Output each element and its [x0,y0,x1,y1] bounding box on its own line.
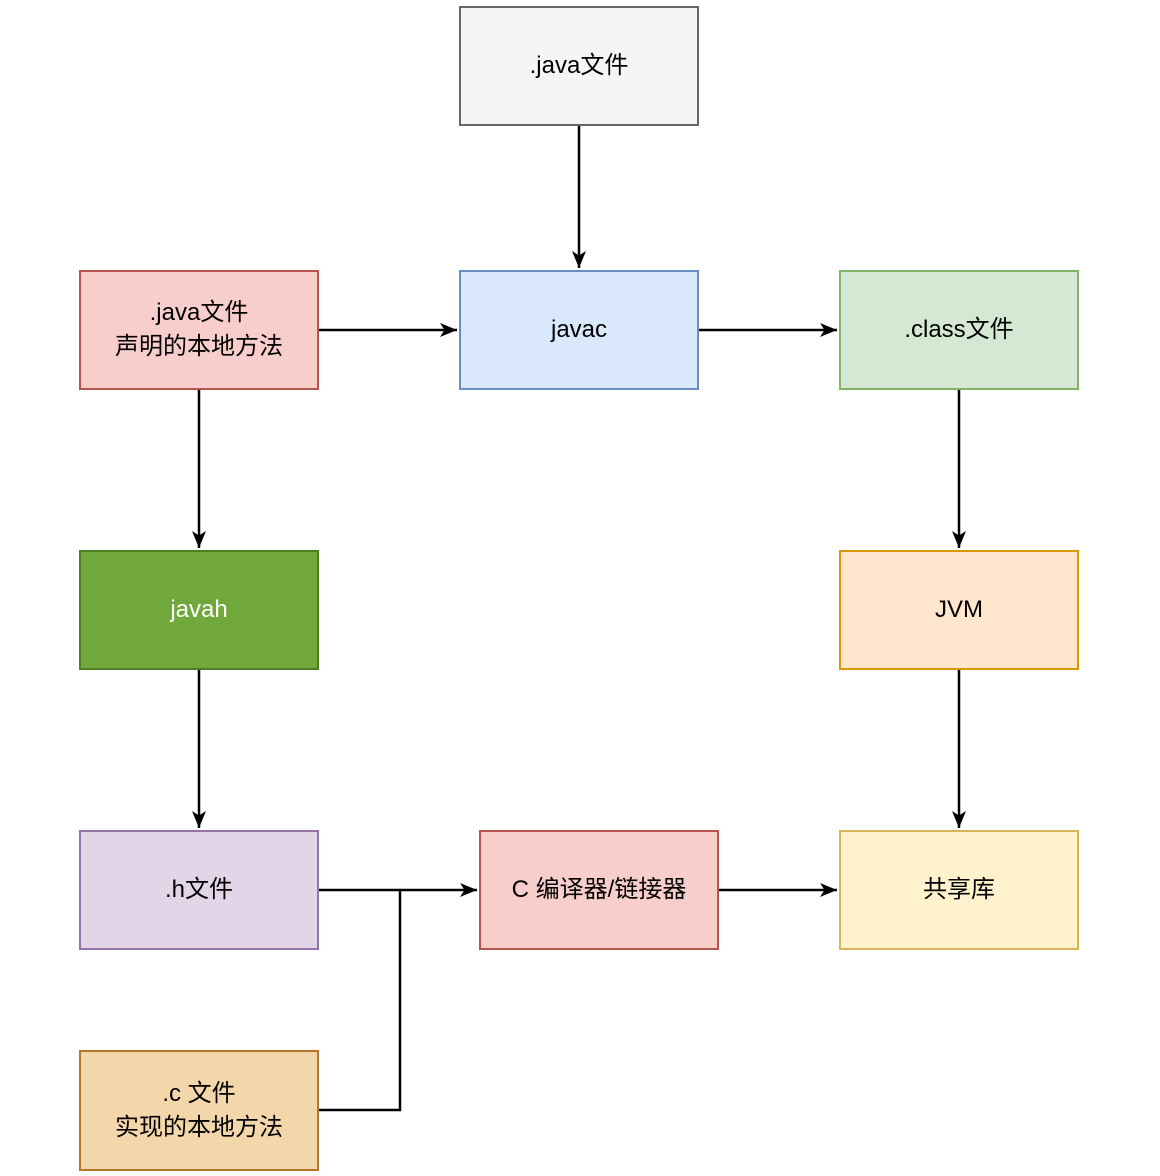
node-java-file-label: .java文件 [529,52,629,79]
node-shared-library: 共享库 [839,830,1079,950]
node-c-file-line2: 实现的本地方法 [115,1113,283,1141]
node-javah: javah [79,550,319,670]
node-javac: javac [459,270,699,390]
node-c-compiler-linker-label: C 编译器/链接器 [511,876,687,903]
node-java-native-declaration-line2: 声明的本地方法 [115,333,283,360]
connector-c-file-to-c-compiler [319,891,402,1112]
node-java-file: .java文件 [459,6,699,126]
node-class-file: .class文件 [839,270,1079,390]
node-h-file-label: .h文件 [164,876,233,903]
node-jvm: JVM [839,550,1079,670]
node-java-native-declaration: .java文件 声明的本地方法 [79,270,319,390]
node-c-compiler-linker: C 编译器/链接器 [479,830,719,950]
node-jvm-label: JVM [935,596,983,623]
node-javah-label: javah [170,596,228,623]
node-class-file-label: .class文件 [904,316,1014,343]
node-javac-label: javac [550,316,608,343]
node-java-native-declaration-line1: .java文件 [149,299,249,326]
node-c-file-line1: .c 文件 [162,1079,236,1107]
node-shared-library-label: 共享库 [923,876,995,903]
node-c-file: .c 文件 实现的本地方法 [79,1050,319,1171]
node-h-file: .h文件 [79,830,319,950]
